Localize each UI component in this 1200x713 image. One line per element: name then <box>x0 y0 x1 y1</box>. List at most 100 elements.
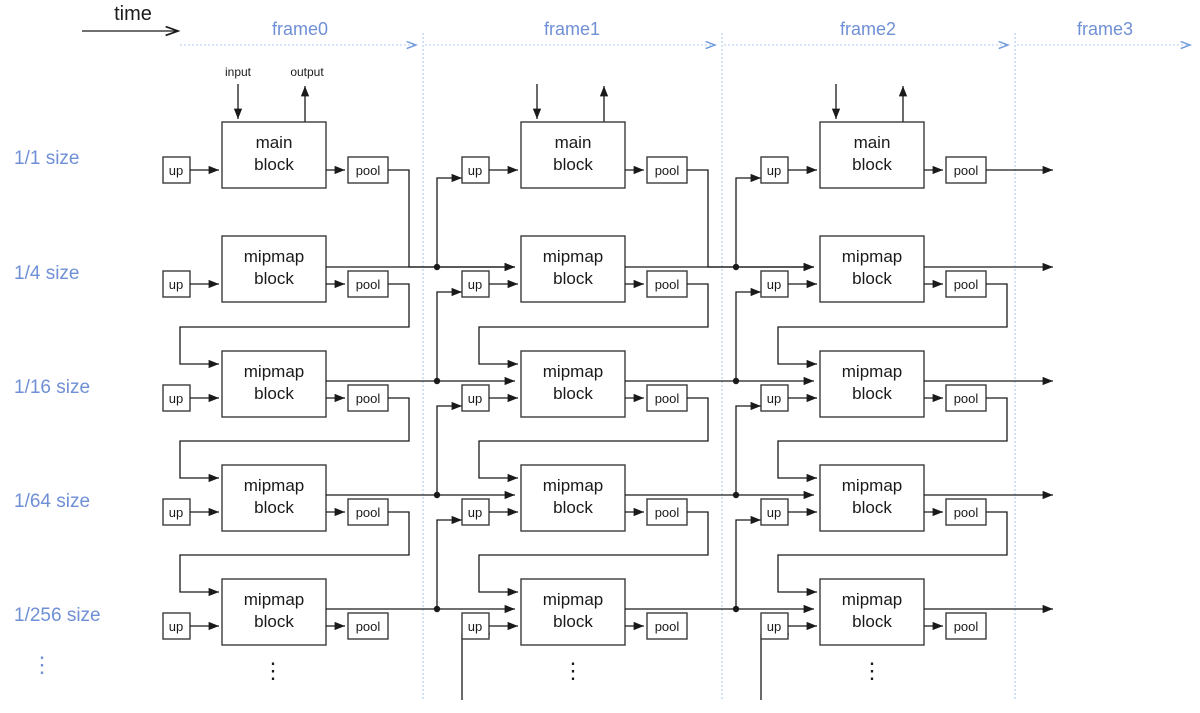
junction-dot-f2-r3 <box>732 491 740 499</box>
up-box-f1-r1[interactable] <box>461 270 490 298</box>
wire-skip-f1r3-up-to-f2r2 <box>735 401 761 495</box>
up-box-f0-r3[interactable] <box>162 498 191 526</box>
pool-box-f0-r3[interactable] <box>347 498 389 526</box>
frame-label-2: frame2 <box>840 19 896 39</box>
wire-skip-f0r2-up-to-f1r1 <box>436 287 462 381</box>
mipmap-label1-f1-r3: mipmap <box>543 476 603 495</box>
wire-pool-f1r2-to-f1r3 <box>478 397 709 483</box>
mipmap-label2-f1-r2: block <box>553 384 593 403</box>
pool-box-f2-r1[interactable] <box>945 270 987 298</box>
up-label-f2-r3: up <box>767 505 781 520</box>
mipmap-label2-f2-r4: block <box>852 612 892 631</box>
up-box-f2-r2[interactable] <box>760 384 789 412</box>
pool-box-f2-r0[interactable] <box>945 156 987 184</box>
up-box-f0-r1[interactable] <box>162 270 191 298</box>
pool-box-f2-r3[interactable] <box>945 498 987 526</box>
mipmap-label1-f1-r1: mipmap <box>543 247 603 266</box>
mipmap-block-f0-r4[interactable] <box>221 578 327 646</box>
pool-box-f1-r1[interactable] <box>646 270 688 298</box>
main-block-f1[interactable] <box>520 121 626 189</box>
main-block-f2[interactable] <box>819 121 925 189</box>
mipmap-label2-f1-r3: block <box>553 498 593 517</box>
mipmap-label2-f0-r3: block <box>254 498 294 517</box>
pool-box-f1-r2[interactable] <box>646 384 688 412</box>
wire-pool-f1r3-to-f1r4 <box>478 511 709 597</box>
up-label-f0-r2: up <box>169 391 183 406</box>
junction-dot-f1-r4 <box>433 605 441 613</box>
wire-skip-f1r1-up-to-f2r0 <box>735 173 761 267</box>
pool-label-f1-r3: pool <box>655 505 680 520</box>
pool-box-f0-r2[interactable] <box>347 384 389 412</box>
mipmap-label2-f2-r1: block <box>852 269 892 288</box>
mipmap-label1-f1-r2: mipmap <box>543 362 603 381</box>
wire-skip-f0r3-up-to-f1r2 <box>436 401 462 495</box>
mipmap-block-f0-r3[interactable] <box>221 464 327 532</box>
output-label: output <box>290 65 324 79</box>
pool-box-f2-r4[interactable] <box>945 612 987 640</box>
up-label-f1-r2: up <box>468 391 482 406</box>
up-label-f0-r3: up <box>169 505 183 520</box>
pool-box-f1-r3[interactable] <box>646 498 688 526</box>
mipmap-label1-f0-r1: mipmap <box>244 247 304 266</box>
row-label-4: 1/256 size <box>14 605 101 626</box>
frame0-column: up main block pool up mipmap block pool <box>162 84 515 683</box>
mipmap-block-f1-r4[interactable] <box>520 578 626 646</box>
mipmap-block-f2-r1[interactable] <box>819 235 925 303</box>
column-ellipsis-f1: ⋮ <box>562 658 584 683</box>
up-box-f2-r0[interactable] <box>760 156 789 184</box>
up-label-f2-r4: up <box>767 619 781 634</box>
wire-pool-f2r3-to-f2r4 <box>777 511 1008 597</box>
mipmap-block-f2-r4[interactable] <box>819 578 925 646</box>
up-label-f0-r0: up <box>169 163 183 178</box>
mipmap-label2-f2-r3: block <box>852 498 892 517</box>
column-ellipsis-f0: ⋮ <box>262 658 284 683</box>
up-box-f0-r0[interactable] <box>162 156 191 184</box>
junction-dot-f2-r2 <box>732 377 740 385</box>
frame-dividers <box>422 33 1016 700</box>
up-box-f1-r4[interactable] <box>461 612 490 640</box>
main-block-f0[interactable] <box>221 121 327 189</box>
up-label-f2-r1: up <box>767 277 781 292</box>
pool-label-f2-r0: pool <box>954 163 979 178</box>
junction-dot-f2-r1 <box>732 263 740 271</box>
wire-pool-f0r3-to-f0r4 <box>179 511 410 597</box>
frame-label-3: frame3 <box>1077 19 1133 39</box>
mipmap-label1-f0-r3: mipmap <box>244 476 304 495</box>
input-label: input <box>225 65 252 79</box>
pool-label-f1-r0: pool <box>655 163 680 178</box>
frame-header-arrows: frame0 frame1 frame2 frame3 <box>180 19 1190 45</box>
up-label-f0-r4: up <box>169 619 183 634</box>
mipmap-block-f1-r2[interactable] <box>520 350 626 418</box>
main-block-label2-f2: block <box>852 155 892 174</box>
row-ellipsis: ⋮ <box>31 652 53 677</box>
row-label-0: 1/1 size <box>14 148 79 169</box>
pool-label-f0-r4: pool <box>356 619 381 634</box>
up-box-f1-r3[interactable] <box>461 498 490 526</box>
mipmap-block-f1-r1[interactable] <box>520 235 626 303</box>
main-block-label2-f0: block <box>254 155 294 174</box>
mipmap-label1-f2-r3: mipmap <box>842 476 902 495</box>
wire-pool-f0r2-to-f0r3 <box>179 397 410 483</box>
up-box-f0-r2[interactable] <box>162 384 191 412</box>
up-label-f2-r0: up <box>767 163 781 178</box>
mipmap-block-f0-r1[interactable] <box>221 235 327 303</box>
mipmap-block-f2-r3[interactable] <box>819 464 925 532</box>
pool-label-f2-r1: pool <box>954 277 979 292</box>
pool-box-f0-r1[interactable] <box>347 270 389 298</box>
up-box-f2-r4[interactable] <box>760 612 789 640</box>
up-label-f2-r2: up <box>767 391 781 406</box>
pool-box-f1-r4[interactable] <box>646 612 688 640</box>
mipmap-label2-f1-r4: block <box>553 612 593 631</box>
row-label-1: 1/4 size <box>14 263 79 284</box>
pool-box-f0-r4[interactable] <box>347 612 389 640</box>
mipmap-label1-f2-r4: mipmap <box>842 590 902 609</box>
mipmap-block-f0-r2[interactable] <box>221 350 327 418</box>
mipmap-block-f2-r2[interactable] <box>819 350 925 418</box>
pool-box-f2-r2[interactable] <box>945 384 987 412</box>
row-labels: 1/1 size 1/4 size 1/16 size 1/64 size 1/… <box>14 148 101 677</box>
up-label-f0-r1: up <box>169 277 183 292</box>
mipmap-block-f1-r3[interactable] <box>520 464 626 532</box>
junction-dot-f1-r2 <box>433 377 441 385</box>
pool-label-f2-r2: pool <box>954 391 979 406</box>
mipmap-label2-f0-r2: block <box>254 384 294 403</box>
